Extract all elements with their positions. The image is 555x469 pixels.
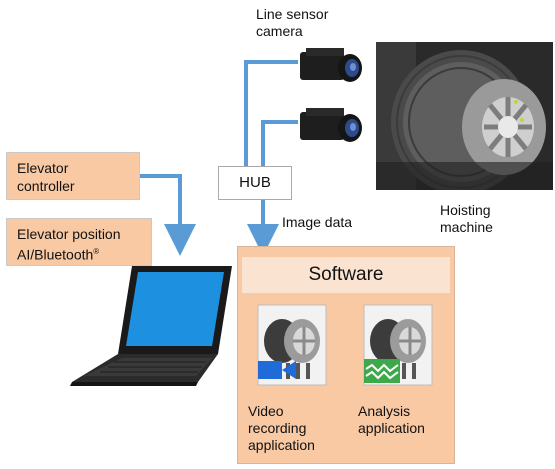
video-recording-label: Video recording application (248, 403, 315, 454)
camera-label-line1: Line sensor (256, 6, 366, 23)
hoisting-label-line1: Hoisting (440, 202, 520, 219)
elevator-controller-box: Elevator controller (6, 152, 140, 200)
image-data-label: Image data (282, 214, 352, 231)
hub-box: HUB (218, 166, 292, 200)
camera-label-line2: camera (256, 23, 366, 40)
position-label-line1: Elevator position (17, 225, 141, 243)
controller-label-line2: controller (17, 177, 129, 195)
analysis-label-line1: Analysis (358, 403, 425, 420)
video-label-line1: Video (248, 403, 315, 420)
video-label-line2: recording (248, 420, 315, 437)
hoisting-machine-label: Hoisting machine (440, 202, 520, 236)
hoisting-machine-photo (376, 42, 553, 190)
camera-icon (296, 44, 366, 88)
controller-label-line1: Elevator (17, 159, 129, 177)
camera2-line (263, 122, 298, 166)
hoisting-label-line2: machine (440, 219, 520, 236)
position-label-text: AI/Bluetooth (17, 247, 93, 263)
camera-label: Line sensor camera (256, 6, 366, 40)
software-title: Software (242, 257, 450, 293)
video-label-line3: application (248, 437, 315, 454)
software-panel: Software (237, 246, 455, 464)
elevator-position-box: Elevator position AI/Bluetooth® (6, 218, 152, 266)
registered-mark: ® (93, 247, 99, 256)
analysis-label-line2: application (358, 420, 425, 437)
video-camera-icon (258, 357, 296, 383)
laptop-icon (66, 262, 236, 390)
hub-label: HUB (239, 174, 271, 191)
waveform-icon (364, 359, 400, 383)
position-label-line2: AI/Bluetooth® (17, 243, 141, 264)
camera-icon (296, 104, 366, 148)
hoisting-machine-illustration (376, 42, 553, 190)
camera1-line (246, 62, 298, 166)
analysis-label: Analysis application (358, 403, 425, 437)
